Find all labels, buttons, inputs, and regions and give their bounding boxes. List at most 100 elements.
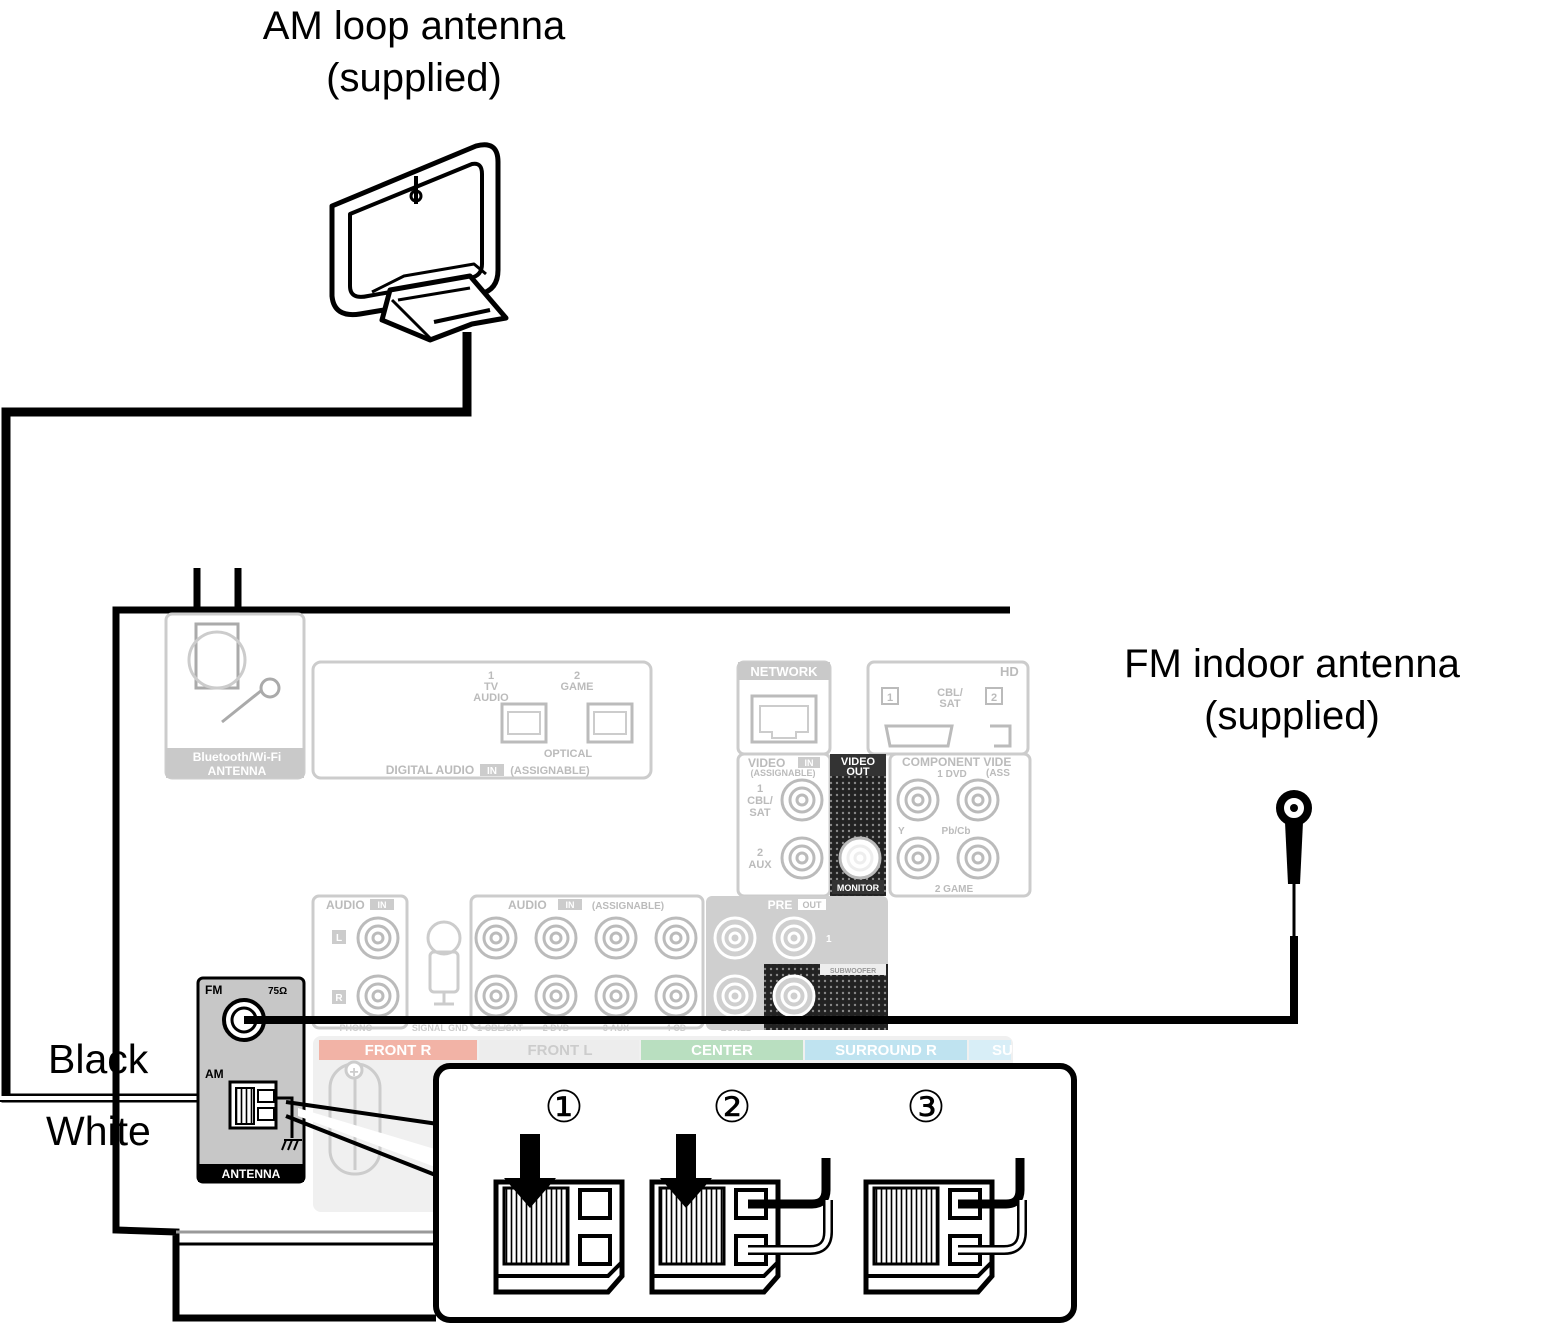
- pre-label: PRE: [768, 898, 793, 912]
- audio-phono-block: [311, 894, 409, 1030]
- video-sat: SAT: [749, 807, 770, 819]
- hdmi-port-icon: [884, 724, 954, 748]
- antenna-terminal-label: ANTENNA: [222, 1167, 281, 1181]
- front-r-bar: [319, 1040, 477, 1060]
- rca-jack: [356, 916, 400, 960]
- black-wire-label: Black: [48, 1036, 149, 1082]
- optical-port-2-icon: [586, 702, 634, 744]
- front-l-bar: [479, 1040, 639, 1060]
- rca-jack: [356, 974, 400, 1018]
- plus-sign: +: [349, 1064, 358, 1081]
- fm-antenna-title-1: FM indoor antenna: [1124, 642, 1460, 686]
- am-terminal-label: AM: [205, 1067, 224, 1081]
- rca-jack: [654, 974, 698, 1018]
- video-cbl: CBL/: [747, 795, 773, 807]
- video-out-out: OUT: [846, 766, 870, 778]
- hdmi-label: HD: [1000, 664, 1019, 679]
- step2-press-arrow-icon: [660, 1134, 712, 1208]
- fm-antenna-cable: [244, 936, 1298, 1024]
- video-in-label: VIDEO: [748, 756, 785, 770]
- bottom-cbl: 1 CBL/SAT: [477, 1023, 523, 1033]
- optical1-num: 1: [488, 670, 494, 682]
- digital-audio-block: [311, 660, 653, 780]
- component-label: COMPONENT VIDE: [902, 755, 1011, 769]
- center-bar: [641, 1040, 803, 1060]
- am-push-terminal-icon: [228, 1080, 278, 1130]
- fm-antenna-title-2: (supplied): [1204, 694, 1380, 738]
- audio-assign-badge: IN: [566, 900, 575, 910]
- step1-push-terminal-icon: [493, 1179, 625, 1295]
- rca-jack: [896, 836, 940, 880]
- rca-jack: [896, 778, 940, 822]
- white-wire-label: White: [46, 1108, 151, 1154]
- front-r-label: FRONT R: [365, 1042, 432, 1059]
- rca-jack: [594, 974, 638, 1018]
- bottom-signal-gnd: SIGNAL GND: [412, 1023, 469, 1033]
- monitor-label: MONITOR: [837, 883, 880, 893]
- front-l-label: FRONT L: [528, 1042, 593, 1059]
- hdmi-cblsat-1: CBL/: [937, 687, 963, 699]
- ground-icon: [281, 1139, 302, 1151]
- surround-r-bar: [805, 1040, 967, 1060]
- video-in-badge: IN: [805, 758, 814, 768]
- rca-jack: [772, 916, 816, 960]
- su-bar: [969, 1040, 1011, 1060]
- component-block: [888, 752, 1032, 898]
- am-antenna-title-2: (supplied): [326, 56, 502, 100]
- optical2-game: GAME: [561, 681, 594, 693]
- ethernet-port-icon: [750, 694, 818, 744]
- bottom-phono: PHONO: [339, 1023, 372, 1033]
- optical1-tv: TV: [484, 681, 499, 693]
- component-2game: 2 GAME: [935, 884, 974, 895]
- antenna-terminal-block: [196, 976, 306, 1184]
- hdmi-in1: 1: [887, 692, 893, 704]
- video-in-2: 2: [757, 847, 763, 859]
- component-pbcb: Pb/Cb: [942, 826, 971, 837]
- audio-r-label: R: [335, 993, 343, 1004]
- optical2-num: 2: [574, 670, 580, 682]
- center-label: CENTER: [691, 1042, 753, 1059]
- audio-assignable-block: [469, 894, 705, 1030]
- video-out-label: VIDEO: [841, 756, 876, 768]
- digital-audio-label: DIGITAL AUDIO: [386, 763, 474, 777]
- subwoofer-label: SUBWOOFER: [830, 968, 876, 975]
- step3-push-terminal-icon: [863, 1158, 1027, 1295]
- audio-assign-label: AUDIO: [508, 898, 547, 912]
- bluetooth-wifi-antenna-icon: [164, 568, 306, 780]
- rca-jack: [956, 836, 1000, 880]
- component-assignable: (ASS: [986, 768, 1010, 779]
- network-label: NETWORK: [750, 664, 818, 679]
- hdmi-cblsat-2: SAT: [939, 698, 960, 710]
- audio-phono-label: AUDIO: [326, 898, 365, 912]
- rca-jack: [474, 974, 518, 1018]
- bt-wifi-label-1: Bluetooth/Wi-Fi: [193, 750, 282, 764]
- step1-press-arrow-icon: [504, 1134, 556, 1208]
- fm-ohm-label: 75Ω: [268, 986, 287, 997]
- am-antenna-title-1: AM loop antenna: [262, 4, 566, 48]
- video-assignable: (ASSIGNABLE): [751, 768, 816, 778]
- rca-jack: [534, 916, 578, 960]
- step1-marker: ①: [544, 1083, 583, 1132]
- rca-jack: [956, 778, 1000, 822]
- audio-l-label: L: [336, 933, 342, 944]
- bottom-cd: 4 CD: [666, 1023, 687, 1033]
- audio-phono-badge: IN: [378, 900, 387, 910]
- video-in-1: 1: [757, 783, 763, 795]
- rca-jacks: [356, 778, 1000, 1018]
- fm-terminal-label: FM: [205, 983, 222, 997]
- step2-push-terminal-icon: [649, 1158, 833, 1295]
- rca-jack: [780, 778, 824, 822]
- rca-jack: [713, 916, 757, 960]
- optical-label: OPTICAL: [544, 748, 593, 760]
- su-label: SU: [992, 1042, 1013, 1059]
- component-y: Y: [898, 826, 905, 837]
- pre-out-badge: OUT: [803, 900, 823, 910]
- rca-jack: [772, 974, 816, 1018]
- rca-jack: [534, 974, 578, 1018]
- bt-wifi-label-2: ANTENNA: [208, 764, 267, 778]
- am-loop-antenna-icon: [329, 142, 509, 343]
- callout-pointer: [285, 1100, 439, 1178]
- surround-r-label: SURROUND R: [835, 1042, 937, 1059]
